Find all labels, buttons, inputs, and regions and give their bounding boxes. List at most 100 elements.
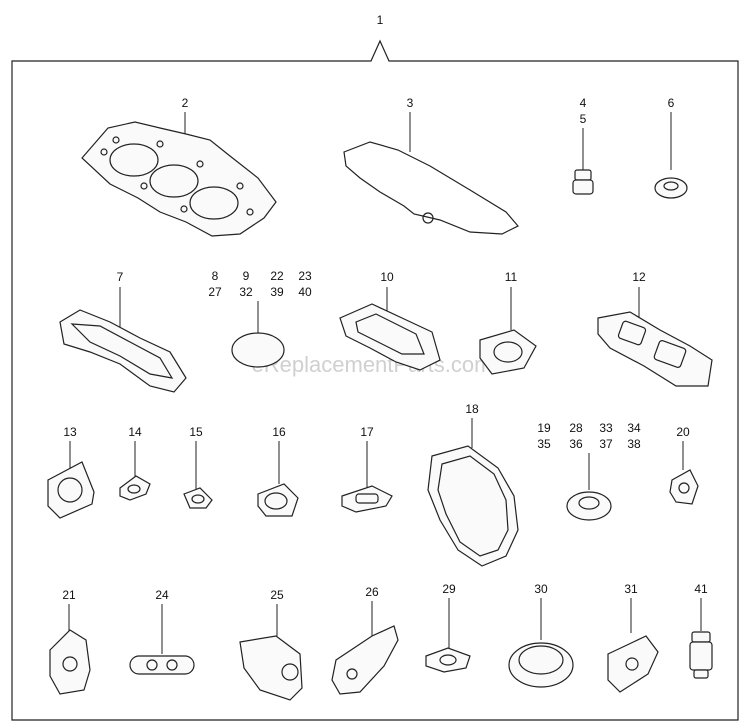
intake-manifold-gasket <box>59 309 187 393</box>
callout-line: 16 <box>272 425 286 439</box>
sleeve <box>689 631 713 679</box>
small-flange-gasket <box>425 647 471 673</box>
small-gasket <box>119 475 151 501</box>
callout-c30[interactable]: 30 <box>534 582 548 596</box>
exhaust-manifold-gasket <box>339 303 441 371</box>
callout-line: 21 <box>62 588 76 602</box>
callout-c16[interactable]: 16 <box>272 425 286 439</box>
callout-line: 38 <box>627 437 641 451</box>
callout-line: 35 <box>537 437 551 451</box>
callout-line: 24 <box>155 588 169 602</box>
assembly-frame <box>11 39 739 721</box>
callout-line: 4 <box>580 96 587 110</box>
callout-line: 11 <box>505 270 518 284</box>
cover-gasket <box>239 635 303 701</box>
valve-stem-seal <box>572 169 594 195</box>
plate-gasket <box>607 635 659 693</box>
callout-c12[interactable]: 12 <box>632 270 646 284</box>
oblong-gasket <box>341 485 393 513</box>
rocker-cover-gasket <box>343 141 519 235</box>
callout-c13[interactable]: 13 <box>63 425 77 439</box>
callout-line: 13 <box>63 425 77 439</box>
oil-seal <box>654 177 688 199</box>
callout-line: 23 <box>298 269 312 283</box>
assembly-label: 1 <box>377 13 384 27</box>
cylinder-head-gasket <box>81 121 277 237</box>
callout-c24[interactable]: 24 <box>155 588 169 602</box>
round-flange-gasket <box>257 483 299 517</box>
callout-c7[interactable]: 7 <box>117 270 124 284</box>
callout-line: 28 <box>569 421 583 435</box>
callout-line: 9 <box>243 269 250 283</box>
callout-line: 5 <box>580 112 587 126</box>
leader-lines <box>68 112 702 654</box>
assembly-bracket: 1 <box>11 13 739 721</box>
watermark: eReplacementParts.com <box>252 352 493 377</box>
callout-c25[interactable]: 25 <box>270 588 284 602</box>
callout-c11[interactable]: 11 <box>505 270 518 284</box>
callout-line: 2 <box>182 96 189 110</box>
callout-line: 30 <box>534 582 548 596</box>
callout-line: 32 <box>239 285 253 299</box>
callout-line: 7 <box>117 270 124 284</box>
water-pump-gasket <box>49 629 91 695</box>
callout-line: 22 <box>270 269 284 283</box>
twin-port-gasket <box>597 311 713 387</box>
callout-c2[interactable]: 2 <box>182 96 189 110</box>
callout-line: 31 <box>624 582 638 596</box>
large-oil-seal <box>508 642 574 688</box>
callout-line: 40 <box>298 285 312 299</box>
callout-line: 19 <box>537 421 551 435</box>
callout-c26[interactable]: 26 <box>365 585 379 599</box>
o-ring <box>231 332 285 368</box>
callout-line: 26 <box>365 585 379 599</box>
small-gasket <box>183 487 213 509</box>
callout-line: 6 <box>668 96 675 110</box>
callout-c29[interactable]: 29 <box>442 582 456 596</box>
callout-line: 34 <box>627 421 641 435</box>
callout-line: 29 <box>442 582 456 596</box>
callout-line: 14 <box>128 425 142 439</box>
callout-c6[interactable]: 6 <box>668 96 675 110</box>
callout-c31[interactable]: 31 <box>624 582 638 596</box>
callout-c18[interactable]: 18 <box>465 402 479 416</box>
callout-c20[interactable]: 20 <box>676 425 690 439</box>
callout-c41[interactable]: 41 <box>694 582 708 596</box>
oval-gasket <box>129 655 195 675</box>
callout-c10[interactable]: 10 <box>380 270 394 284</box>
callout-line: 36 <box>569 437 583 451</box>
square-flange-gasket <box>479 329 537 375</box>
callout-line: 10 <box>380 270 394 284</box>
callout-c14[interactable]: 14 <box>128 425 142 439</box>
callout-line: 39 <box>270 285 284 299</box>
callout-line: 15 <box>189 425 203 439</box>
callout-line: 20 <box>676 425 690 439</box>
callout-line: 27 <box>208 285 222 299</box>
pump-gasket <box>47 461 95 519</box>
bracket-gasket <box>331 625 399 695</box>
callout-line: 25 <box>270 588 284 602</box>
callout-c21[interactable]: 21 <box>62 588 76 602</box>
oil-seal <box>566 491 612 521</box>
callout-line: 8 <box>212 269 219 283</box>
callout-line: 37 <box>599 437 613 451</box>
callout-c3[interactable]: 3 <box>407 96 414 110</box>
callout-line: 18 <box>465 402 479 416</box>
callout-c17[interactable]: 17 <box>360 425 374 439</box>
callout-line: 41 <box>694 582 708 596</box>
thermostat-gasket <box>669 469 699 505</box>
callout-line: 12 <box>632 270 646 284</box>
callout-c15[interactable]: 15 <box>189 425 203 439</box>
gear-case-gasket <box>427 445 519 567</box>
